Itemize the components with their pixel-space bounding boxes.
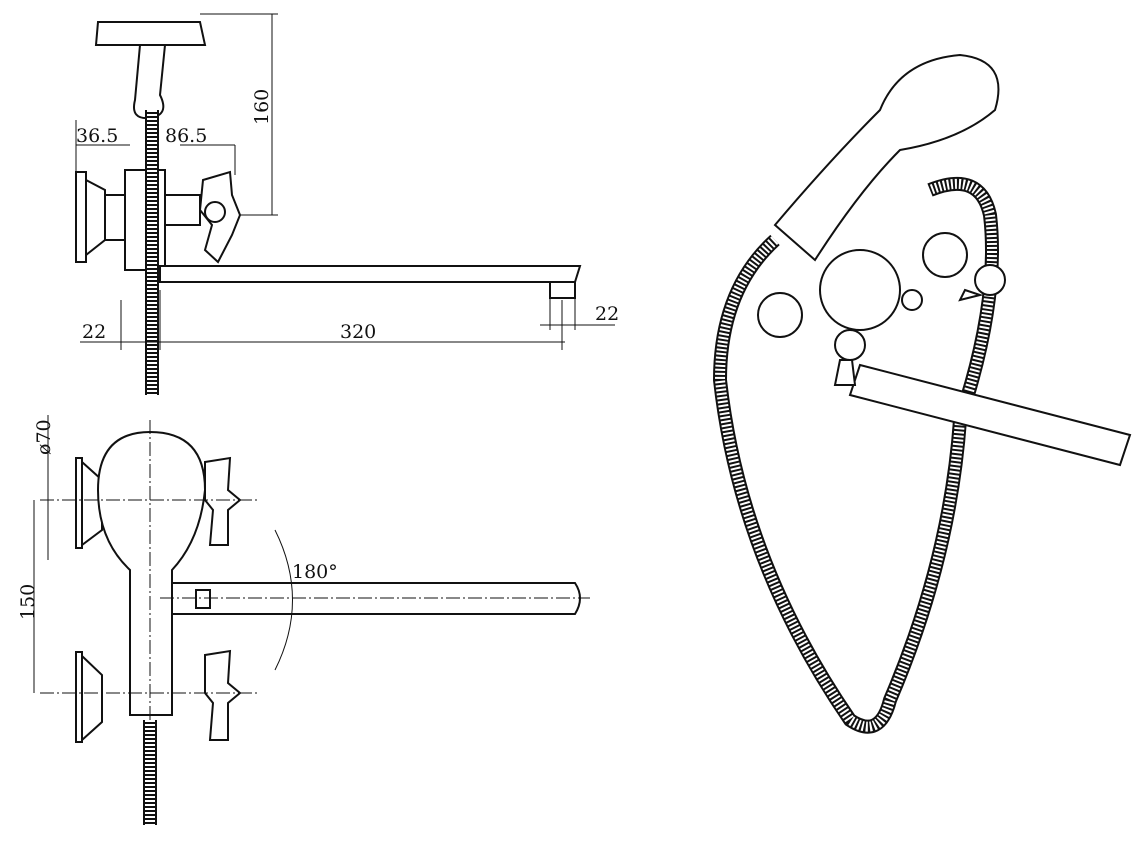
handle-bottom <box>204 649 242 741</box>
dim-wall-gap: 22 <box>82 321 106 343</box>
handle-top <box>204 456 242 546</box>
dim-diameter: ø70 <box>33 419 55 455</box>
shower-handset <box>773 53 1000 262</box>
dim-rotation: 180° <box>292 561 338 583</box>
shower-head-top <box>94 21 207 46</box>
handle-iso-right <box>974 264 1006 296</box>
dim-left-offset: 36.5 <box>76 125 118 147</box>
dim-spout-length: 320 <box>340 321 376 343</box>
dim-spout-tip: 22 <box>595 303 619 325</box>
spout <box>159 265 582 283</box>
spout-iso <box>848 363 1132 467</box>
dim-right-offset: 86.5 <box>165 125 207 147</box>
side-view: 36.5 86.5 160 22 320 22 <box>75 13 619 395</box>
dim-height: 160 <box>251 89 273 125</box>
isometric-view <box>712 53 1132 734</box>
dim-center-distance: 150 <box>17 584 39 620</box>
mixer-body <box>96 430 207 716</box>
handle-iso-left <box>834 329 866 361</box>
front-view: 180° ø70 150 <box>17 415 590 825</box>
